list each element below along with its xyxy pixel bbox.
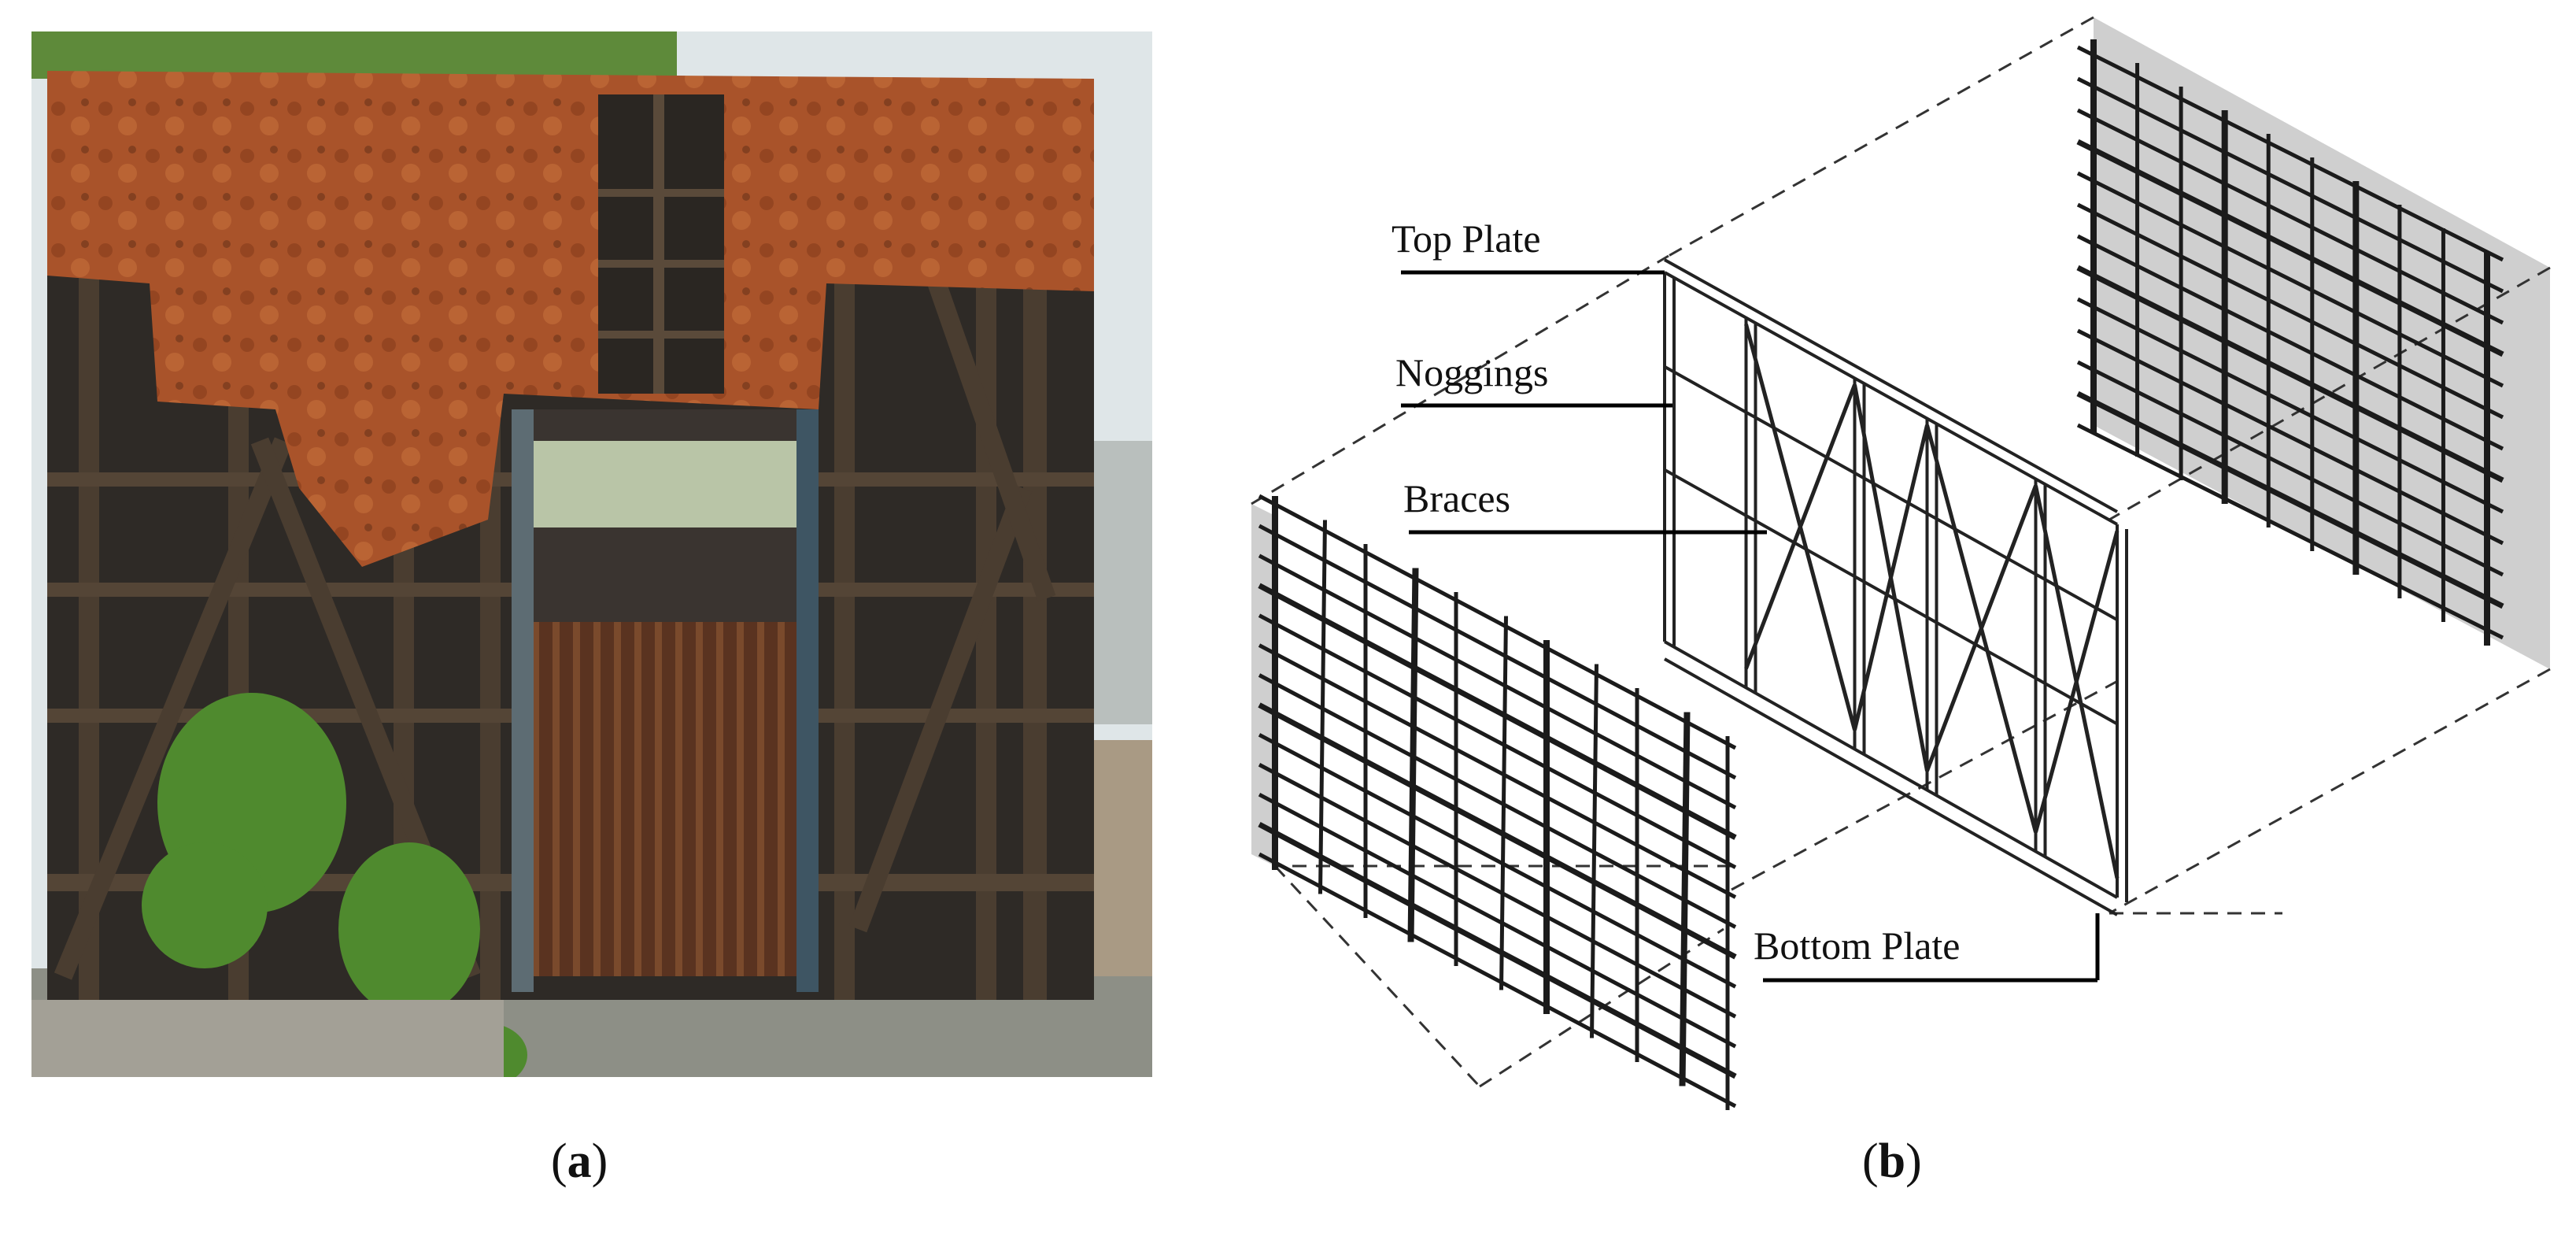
nogging [1745,410,1856,475]
mesh-horizontal-bar [1258,553,1737,810]
mesh-horizontal-bar [2076,360,2504,577]
door-opening-top [531,441,799,527]
mesh-horizontal-bar [2076,234,2504,451]
rusted-roof-sheet [47,71,1094,567]
nogging [1853,575,1928,619]
caption-b: (b) [1862,1135,1922,1188]
nogging [1926,512,2037,576]
label-top-plate: Top Plate [1391,217,1541,261]
brace [1925,484,2038,772]
front-steel-mesh [1258,494,1737,1110]
caption-a-letter: a [567,1135,592,1188]
mesh-horizontal-bar [1258,494,1737,750]
caption-a: (a) [551,1135,608,1188]
brace [1853,424,1929,731]
corrugated-door-panel [531,622,799,976]
top-plate [1664,271,2118,526]
nogging [1926,616,2037,680]
brace [1744,383,1857,670]
diagram-panel-b [1251,16,2551,1110]
nogging [1664,365,1747,414]
mesh-horizontal-bar [2076,139,2504,357]
nogging [1664,468,1747,517]
back-mesh-shade [2094,17,2550,669]
brace [2034,530,2120,833]
timber-frame [1663,258,2128,916]
leader-lines [1401,270,2100,983]
top-plate [1664,258,2118,513]
mesh-horizontal-bar [2076,45,2504,262]
mesh-horizontal-bar [1258,702,1737,960]
mesh-horizontal-bar [1258,613,1737,869]
door-left-post [512,409,534,992]
mesh-horizontal-bar [2076,171,2504,388]
mesh-horizontal-bar [1258,763,1737,1019]
concrete-base [31,1000,504,1077]
mesh-horizontal-bar [1258,852,1737,1109]
label-braces: Braces [1403,476,1510,520]
back-steel-mesh [2076,39,2504,646]
mesh-horizontal-bar [2076,76,2504,294]
mesh-horizontal-bar [2076,391,2504,609]
mesh-horizontal-bar [1258,733,1737,989]
foliage [142,693,527,1077]
nogging [2035,572,2118,621]
mesh-horizontal-bar [1258,821,1737,1079]
mesh-horizontal-bar [2076,328,2504,546]
door-right-post [796,409,819,992]
front-mesh-shade [1251,504,1275,866]
mesh-horizontal-bar [1258,583,1737,840]
nogging [1853,472,1928,515]
mesh-horizontal-bar [1258,524,1737,780]
mesh-horizontal-bar [2076,108,2504,325]
mesh-horizontal-bar [2076,297,2504,514]
nogging [1745,514,1856,579]
bottom-plate [1664,640,2118,899]
mesh-horizontal-bar [1258,792,1737,1049]
mesh-horizontal-bar [1258,643,1737,899]
mesh-horizontal-bar [2076,202,2504,420]
photo-panel-a [31,31,1152,1077]
nogging [2035,676,2118,726]
caption-b-letter: b [1878,1135,1906,1188]
tree-canopy [31,31,677,79]
label-noggings: Noggings [1395,350,1548,394]
mesh-horizontal-bar [2076,423,2504,640]
mesh-horizontal-bar [1258,673,1737,929]
mesh-horizontal-bar [2076,265,2504,483]
label-bottom-plate: Bottom Plate [1754,924,1961,968]
bottom-plate [1664,657,2118,916]
